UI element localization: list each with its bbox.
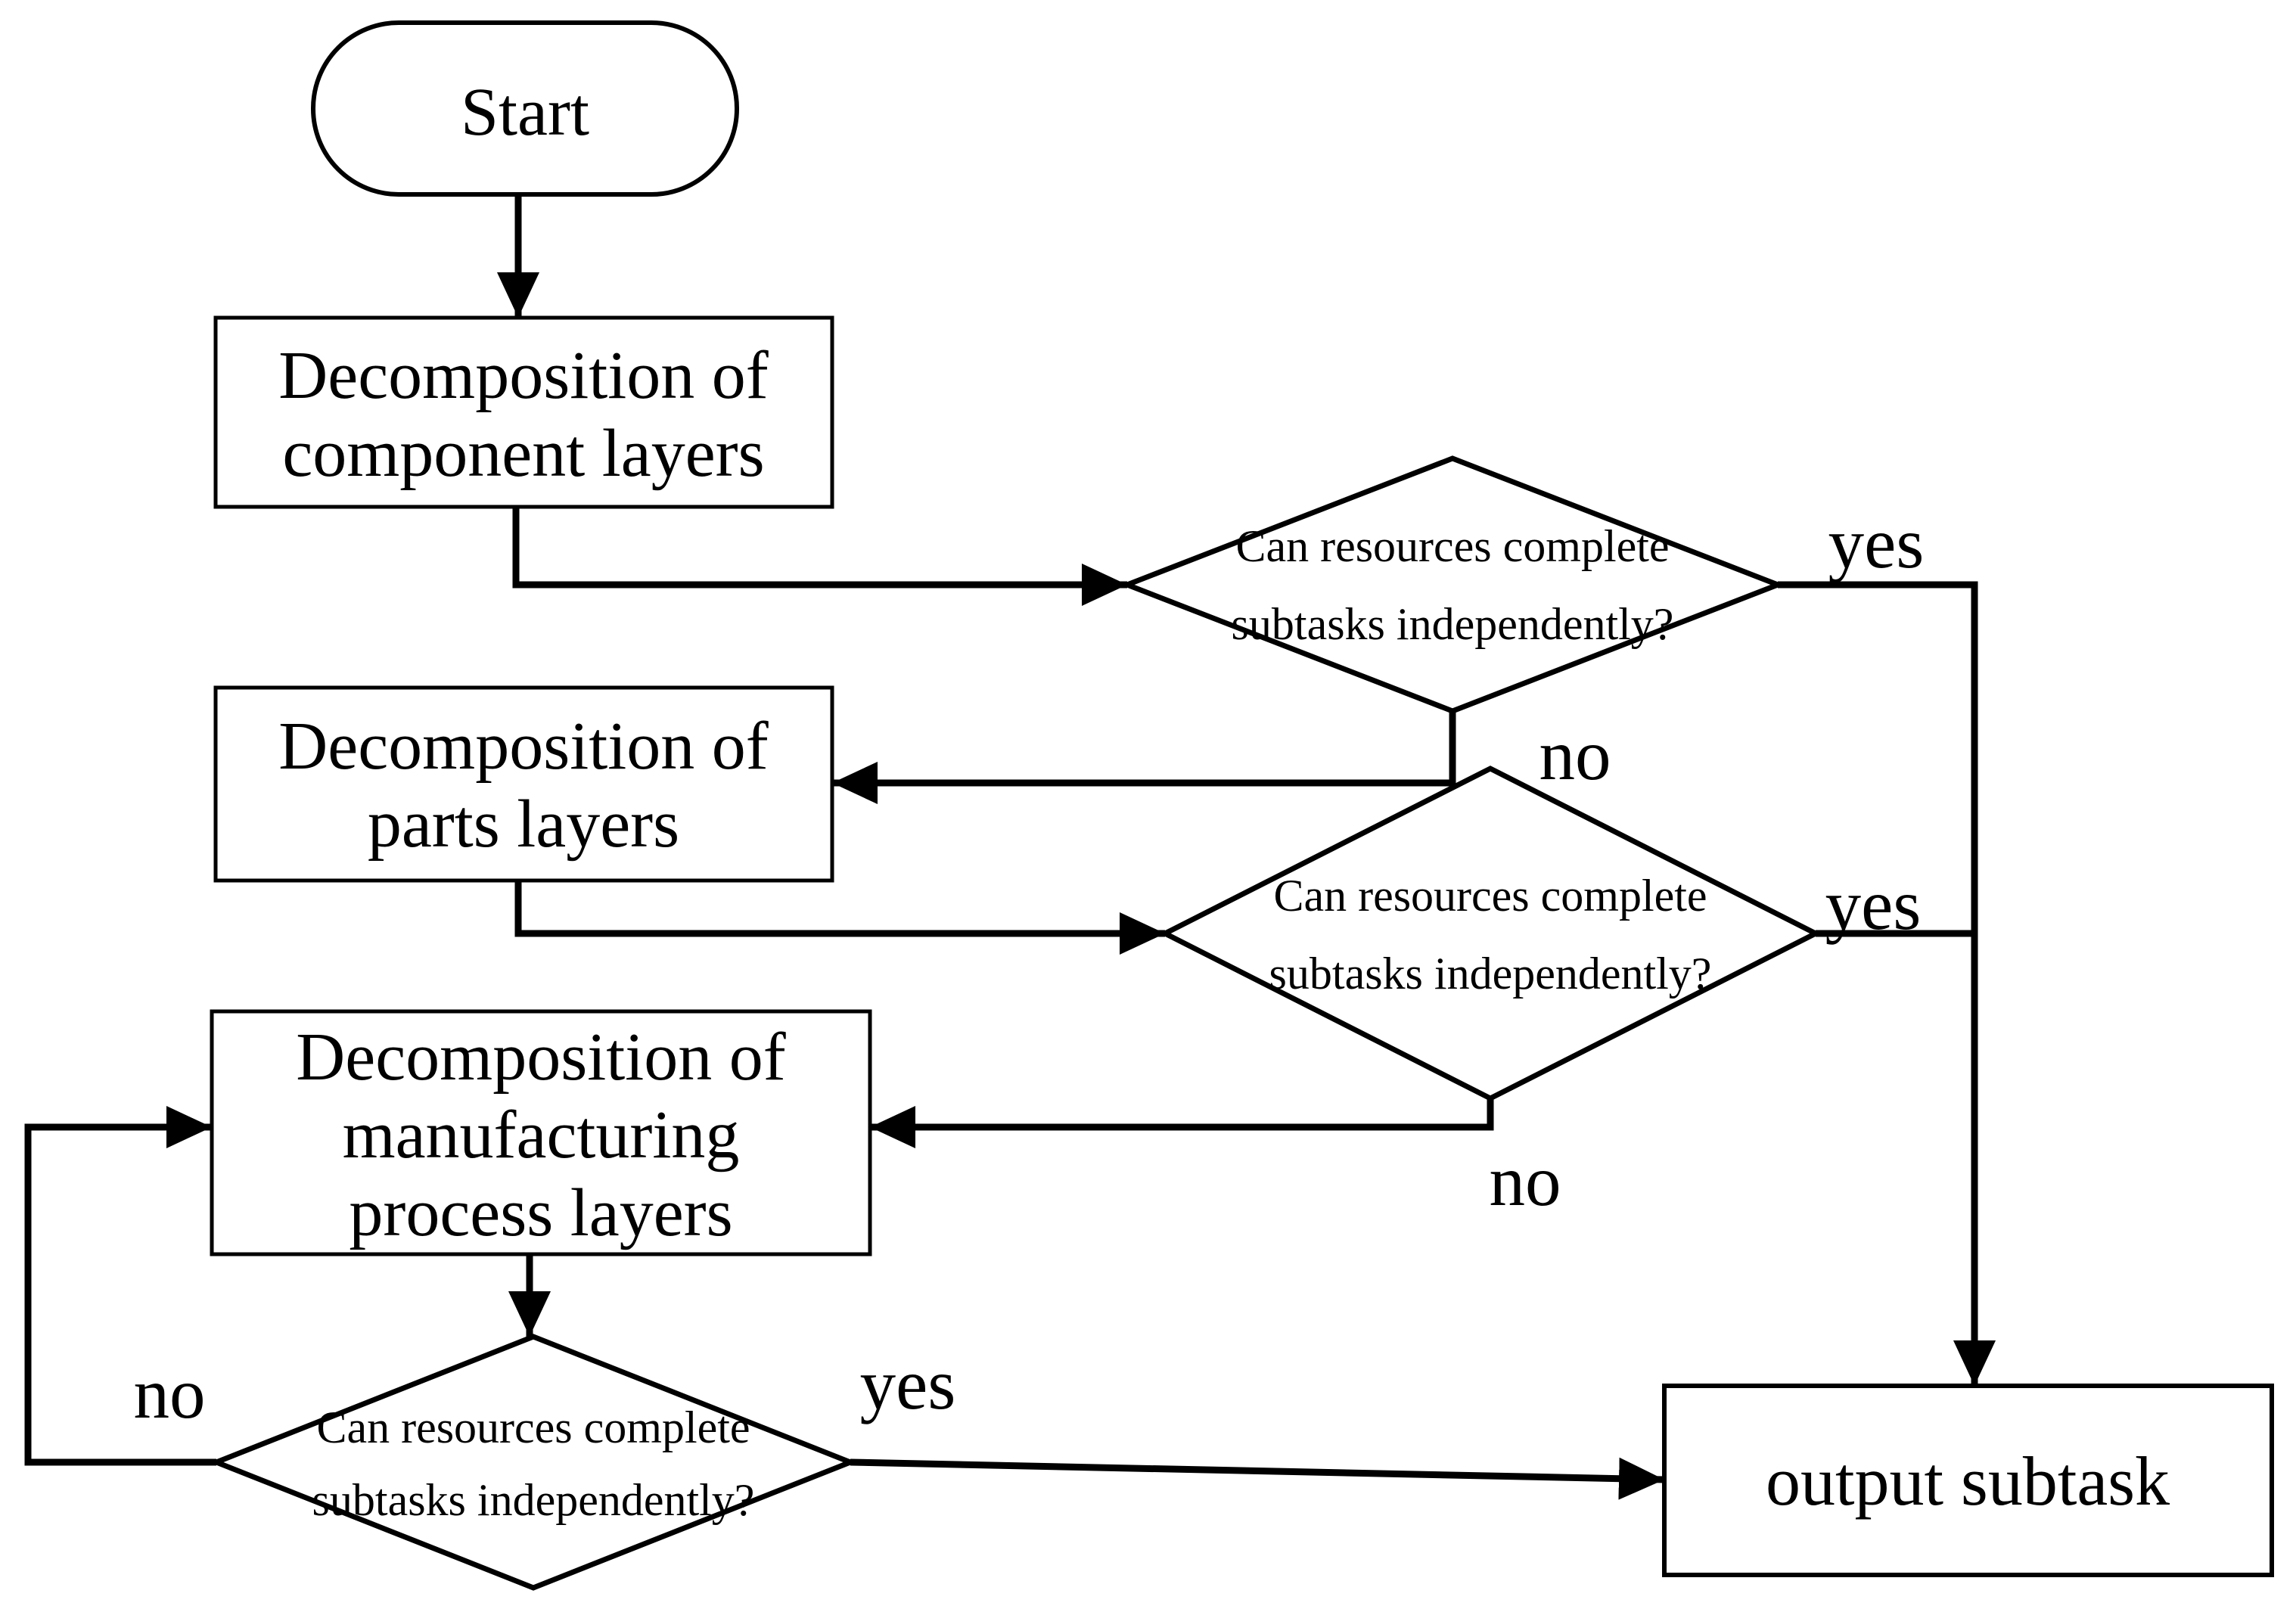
flow-arrow-decision1-no-to-parts (832, 711, 1456, 804)
start-node (311, 20, 739, 197)
flow-arrow-decision3-no-loop (24, 1106, 216, 1466)
edge-label-decision3-yes: yes (860, 1344, 956, 1424)
edge-label-decision2-no: no (1490, 1141, 1561, 1221)
decision-diamond-process (209, 1334, 858, 1591)
decision-diamond-component (1120, 455, 1785, 714)
edge-label-decision3-no: no (134, 1353, 206, 1433)
edge-label-decision1-yes: yes (1828, 503, 1925, 583)
edge-label-decision2-yes: yes (1825, 865, 1922, 945)
decision-component-label-line1: Can resources complete (1235, 521, 1669, 571)
process-box-component-layers (213, 315, 834, 509)
process-box-manufacturing-label-line2: manufacturing (343, 1098, 740, 1173)
edge-label-decision1-no: no (1539, 715, 1611, 795)
process-box-component-label-line1: Decomposition of (278, 338, 768, 413)
flow-arrow-decision3-yes-to-output (850, 1457, 1665, 1500)
output-subtask-label: output subtask (1766, 1443, 2170, 1520)
decision-parts-label-line2: subtasks independently? (1269, 949, 1712, 999)
process-box-parts-label-line1: Decomposition of (278, 709, 768, 784)
output-subtask-box (1662, 1384, 2274, 1577)
decision-process-label-line2: subtasks independently? (312, 1475, 755, 1525)
flow-arrow-component-to-decision1 (512, 507, 1127, 606)
flow-arrow-parts-to-decision2 (514, 881, 1165, 955)
process-box-component-label-line2: component layers (282, 416, 764, 491)
decision-diamond-parts (1159, 766, 1822, 1101)
decision-component-label-line2: subtasks independently? (1232, 599, 1674, 649)
start-node-label: Start (461, 75, 589, 150)
process-box-parts-layers (213, 685, 834, 883)
flow-arrow-decision2-no-to-manufacturing (870, 1098, 1494, 1148)
process-box-parts-label-line2: parts layers (368, 787, 679, 862)
process-box-manufacturing-layers (210, 1009, 872, 1256)
flow-arrow-decision1-yes-to-output (1778, 581, 1996, 1386)
decision-process-label-line1: Can resources complete (316, 1402, 750, 1452)
process-box-manufacturing-label-line3: process layers (349, 1176, 732, 1250)
decision-parts-label-line1: Can resources complete (1273, 871, 1707, 921)
process-box-manufacturing-label-line1: Decomposition of (296, 1020, 785, 1095)
